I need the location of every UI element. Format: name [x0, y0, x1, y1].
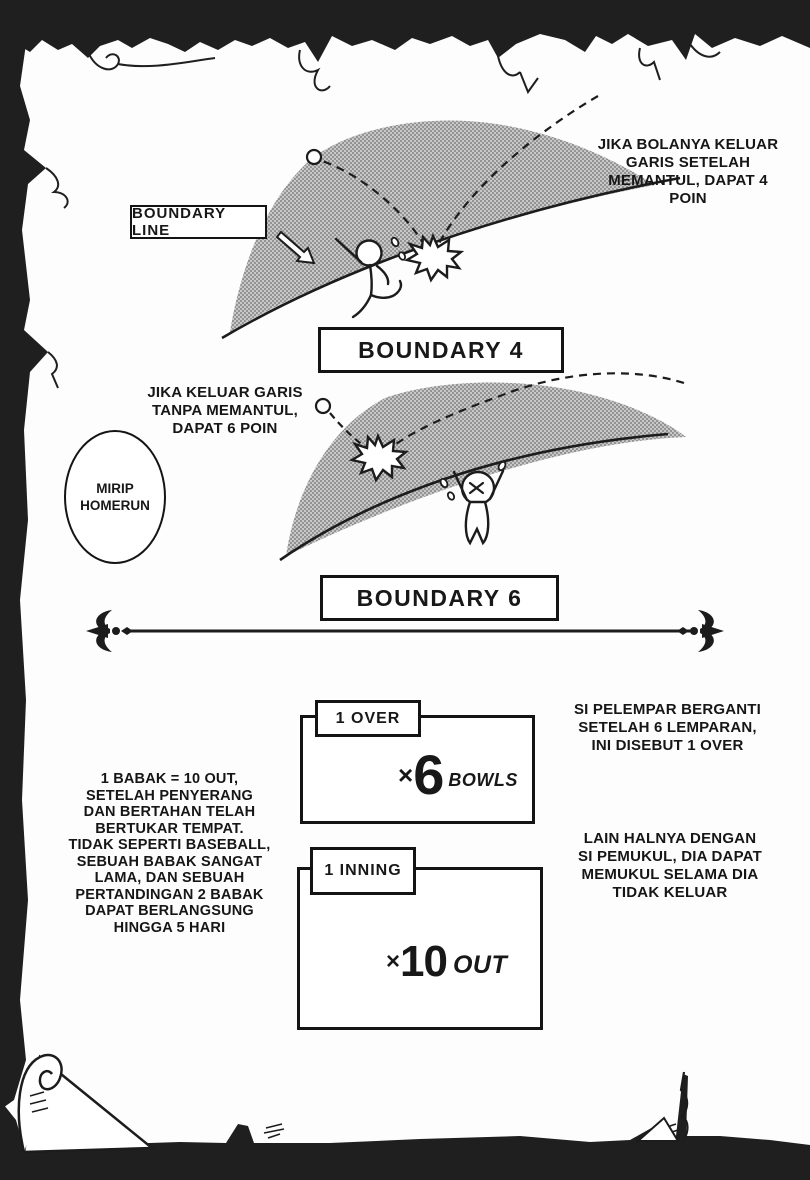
inning-label: 1 INNING	[324, 862, 402, 879]
inning-count: 10	[400, 937, 448, 986]
ball	[305, 148, 323, 166]
inning-panel	[297, 867, 543, 1030]
caption-boundary6: JIKA KELUAR GARIS TANPA MEMANTUL, DAPAT …	[147, 384, 303, 437]
outfield-halftone	[286, 382, 686, 556]
fleur-right-icon	[677, 610, 724, 652]
caption-inning: LAIN HALNYA DENGAN SI PEMUKUL, DIA DAPAT…	[578, 830, 762, 901]
pointer-arrow	[275, 230, 316, 265]
over-count-row: × 6 BOWLS	[398, 746, 518, 804]
boundary4-title-box: BOUNDARY 4	[318, 327, 564, 373]
boundary4-title: BOUNDARY 4	[358, 336, 524, 363]
over-multiplier: ×	[398, 759, 414, 790]
boundary4-illustration	[221, 95, 681, 340]
boundary6-title: BOUNDARY 6	[356, 584, 523, 611]
ball-trajectory-in	[436, 95, 599, 248]
over-label-box: 1 OVER	[315, 700, 421, 737]
caption-over: SI PELEMPAR BERGANTI SETELAH 6 LEMPARAN,…	[573, 701, 762, 754]
boundary6-title-box: BOUNDARY 6	[320, 575, 559, 621]
over-label: 1 OVER	[335, 709, 401, 727]
homerun-bubble: MIRIP HOMERUN	[64, 430, 166, 564]
innings-note: 1 BABAK = 10 OUT, SETELAH PENYERANG DAN …	[68, 771, 271, 936]
caption-boundary4: JIKA BOLANYA KELUAR GARIS SETELAH MEMANT…	[597, 136, 779, 207]
section-divider	[86, 610, 724, 652]
boundary6-illustration	[279, 372, 686, 562]
dismayed-figure	[439, 460, 507, 546]
ball	[314, 397, 332, 415]
ball-trajectory	[387, 372, 685, 451]
boundary-line-label: BOUNDARY LINE	[132, 205, 226, 239]
over-unit: BOWLS	[448, 769, 518, 790]
over-count: 6	[413, 743, 444, 806]
ball-trajectory-out	[321, 159, 426, 247]
boundary-line-label-box: BOUNDARY LINE	[130, 205, 267, 239]
inning-multiplier: ×	[386, 948, 401, 975]
inning-count-row: × 10 OUT	[386, 940, 507, 984]
fleur-left-icon	[86, 610, 133, 652]
fielder-figure	[334, 236, 407, 319]
inning-unit: OUT	[452, 950, 508, 979]
inning-label-box: 1 INNING	[310, 847, 416, 895]
boundary-line	[221, 176, 681, 340]
